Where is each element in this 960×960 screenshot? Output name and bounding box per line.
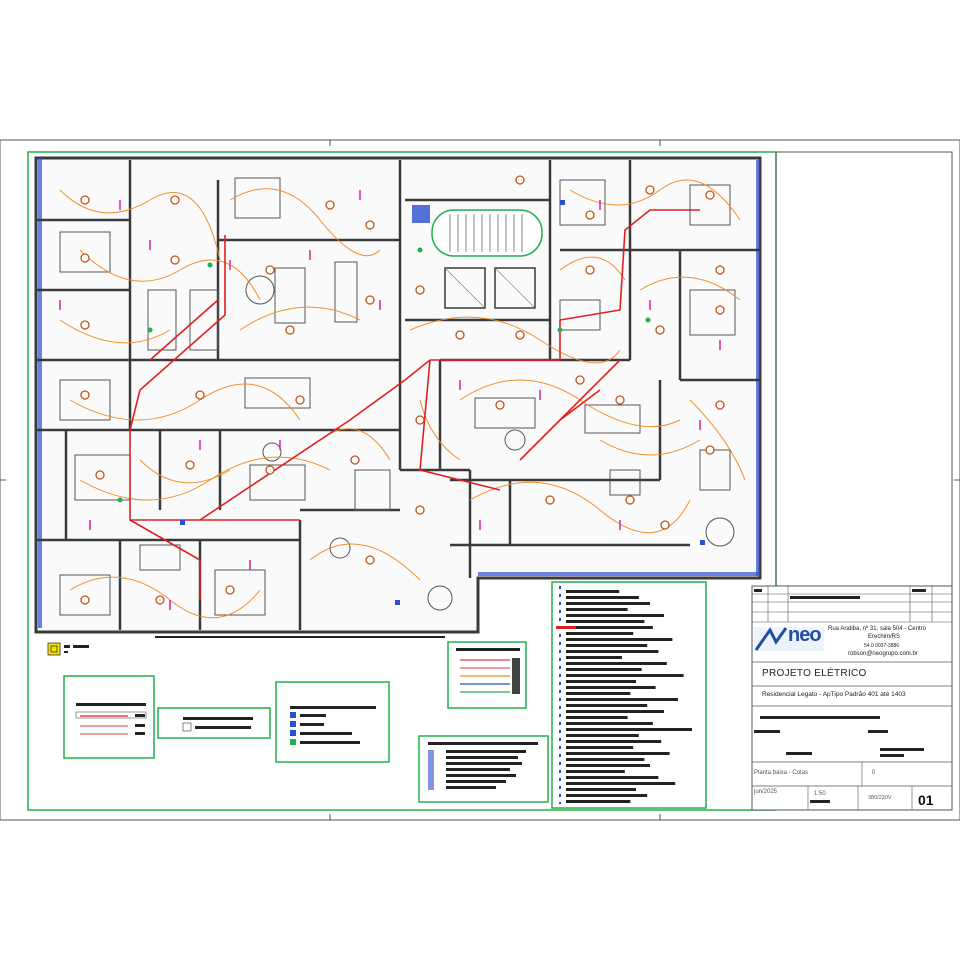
title-block	[751, 585, 953, 811]
legend-key-icon	[47, 642, 61, 656]
drawing-scale: 1:50	[814, 791, 826, 797]
legend-table-3	[275, 681, 390, 763]
legend-table-5	[418, 735, 549, 803]
voltage: 380/220V	[868, 795, 892, 801]
sheet-description: Planta baixa - Cotas	[754, 770, 809, 776]
drawing-date: jun/2025	[754, 789, 778, 795]
legend-table-1	[63, 675, 155, 759]
sheet-number: 01	[918, 792, 934, 808]
legend-table-4	[447, 641, 527, 709]
company-email: robson@neogrupo.com.br	[848, 651, 918, 657]
company-logo-icon	[754, 627, 824, 651]
project-name: Residencial Legato - ApTipo Padrão 401 a…	[762, 691, 906, 698]
floor-plan	[34, 156, 762, 638]
company-phone: 54.0 0037-3886	[864, 643, 900, 649]
company-logo-text: neo	[788, 624, 822, 646]
notes-list	[551, 581, 707, 809]
revision-number: 0	[872, 770, 876, 776]
legend-table-2	[157, 707, 271, 739]
project-type-title: PROJETO ELÉTRICO	[762, 668, 867, 679]
company-address: Rua Aratiba, nº 31, sala 504 - Centro	[828, 626, 926, 632]
company-city: Erechim/RS	[868, 634, 901, 640]
